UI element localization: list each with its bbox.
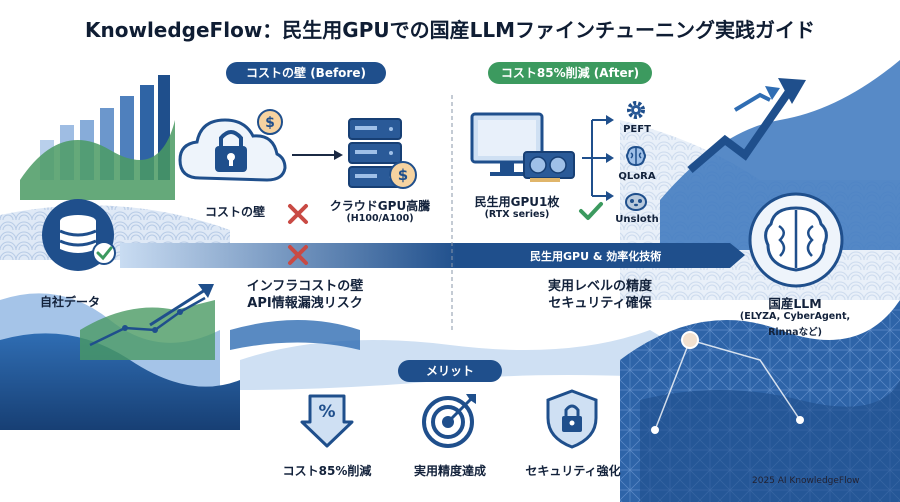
shield-lock-icon [546, 389, 598, 449]
server-label: クラウドGPU高騰 [329, 199, 431, 213]
problem-line-1: インフラコストの壁 [246, 279, 364, 294]
cloud-label: コストの壁 [204, 205, 265, 219]
tech-peft-label: PEFT [623, 124, 651, 135]
gpu-sublabel: (RTX series) [484, 209, 550, 220]
merit-cost-label: コスト85%削減 [282, 464, 372, 478]
result-line-2: セキュリティ確保 [548, 296, 652, 311]
tech-unsloth-label: Unsloth [615, 214, 659, 225]
merits-badge: メリット [398, 360, 502, 382]
sloth-icon [625, 193, 647, 211]
cloud-to-server-arrow [292, 150, 343, 160]
percent-down-arrow-icon [300, 394, 354, 448]
dollar-coin-icon: $ [389, 161, 417, 189]
after-badge: コスト85%削減 (After) [488, 62, 652, 84]
merit-security-label: セキュリティ強化 [525, 464, 621, 478]
target-sublabel-2: Rinnaなど) [768, 327, 822, 338]
dollar-coin-icon: $ [257, 109, 283, 135]
flow-bar-label: 民生用GPU & 効率化技術 [530, 250, 662, 263]
cross-icon [288, 245, 308, 265]
before-badge: コストの壁 (Before) [226, 62, 386, 84]
page-title: KnowledgeFlow：民生用GPUでの国産LLMファインチューニング実践ガ… [84, 18, 815, 42]
svg-text:$: $ [265, 115, 275, 131]
problem-line-2: API情報漏洩リスク [247, 296, 363, 311]
server-sublabel: (H100/A100) [346, 213, 414, 224]
footer-copyright: 2025 AI KnowledgeFlow [752, 476, 860, 486]
server-rack-icon [348, 118, 402, 188]
target-icon [422, 394, 476, 448]
graphics-card-icon [523, 151, 575, 182]
target-sublabel-1: (ELYZA, CyberAgent, [739, 311, 851, 322]
gpu-label: 民生用GPU1枚 [474, 195, 560, 209]
cross-icon [288, 204, 308, 224]
brain-icon [626, 145, 646, 167]
result-line-1: 実用レベルの精度 [547, 279, 652, 294]
source-label: 自社データ [39, 295, 100, 309]
desktop-pc-icon [470, 112, 544, 176]
cloud-lock-icon [178, 118, 287, 182]
merit-accuracy-label: 実用精度達成 [413, 464, 486, 478]
svg-text:$: $ [398, 166, 408, 184]
gear-icon [627, 101, 645, 119]
branch-arrows [582, 115, 614, 201]
tech-qlora-label: QLoRA [618, 171, 656, 182]
database-icon [42, 199, 116, 271]
percent-symbol: % [318, 402, 336, 422]
brain-icon [748, 192, 844, 288]
target-label: 国産LLM [768, 296, 822, 311]
left-bar-chart-decoration [20, 75, 175, 200]
check-icon [579, 202, 603, 220]
